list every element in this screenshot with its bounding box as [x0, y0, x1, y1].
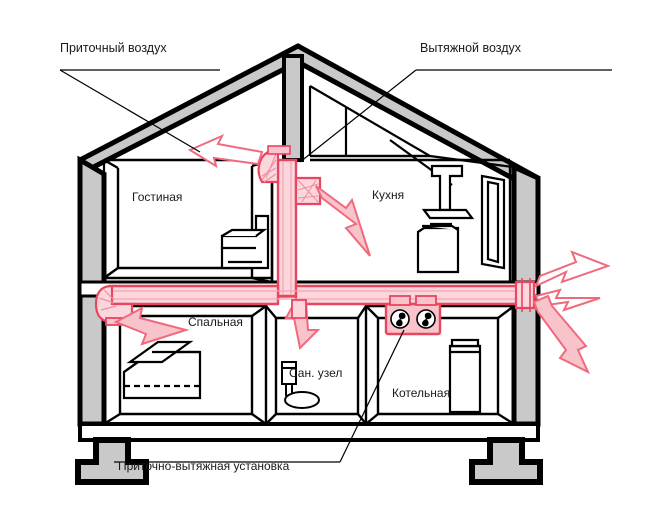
arrow-supply-living-room — [187, 133, 264, 169]
central-shaft-attic — [282, 54, 304, 162]
callout-exhaust-air-label: Вытяжной воздух — [420, 41, 522, 55]
ahu-fan-left — [390, 309, 410, 329]
bathroom-toilet — [281, 361, 320, 409]
arrow-intake-outer-upper — [534, 250, 611, 288]
ductwork-network — [94, 145, 536, 336]
vertical-duct-riser — [276, 158, 298, 298]
ahu-inlet-spigot — [389, 295, 411, 306]
room-label-bathroom: Сан. узел — [289, 366, 342, 380]
room-label-living: Гостиная — [132, 190, 182, 204]
kitchen-range-hood — [421, 164, 475, 220]
ahu-fan-right — [416, 309, 436, 329]
room-label-bedroom: Спальная — [188, 315, 243, 329]
horizontal-duct-left — [108, 284, 280, 306]
diffuser-living-room — [257, 145, 291, 184]
leader-line-ahu — [339, 329, 405, 463]
air-handling-unit[interactable] — [384, 295, 442, 336]
callout-leaders — [59, 69, 612, 463]
furniture-and-equipment — [122, 164, 506, 414]
room-label-kitchen: Кухня — [372, 188, 404, 202]
bedroom-bed — [122, 340, 202, 400]
leader-line-supply — [59, 69, 201, 153]
duct-stub-bathroom — [291, 299, 307, 319]
ahu-outlet-spigot — [415, 295, 437, 306]
riser-inner-lines — [282, 162, 292, 294]
arrow-exhaust-kitchen — [315, 185, 371, 257]
kitchen-stove — [416, 222, 460, 274]
callout-ahu-label: Приточно-вытяжная установка — [118, 459, 290, 473]
living-room-sofa — [220, 214, 270, 270]
callout-supply-air-label: Приточный воздух — [60, 41, 167, 55]
foundation-footing-left — [75, 437, 149, 485]
duct-exterior-penetration — [514, 278, 536, 312]
trunk-inner-lines — [112, 290, 522, 300]
airflow-arrows — [113, 133, 611, 375]
foundation-footing-right — [469, 437, 543, 485]
arrow-exhaust-outer — [532, 294, 591, 375]
kitchen-window — [480, 174, 506, 270]
leader-line-exhaust — [299, 69, 417, 163]
diffuser-kitchen — [294, 176, 322, 206]
water-heater-cylinder — [448, 338, 482, 414]
room-label-boiler: Котельная — [392, 386, 450, 400]
arrow-supply-bedroom — [113, 306, 190, 346]
ground-floor-slab — [78, 422, 540, 442]
